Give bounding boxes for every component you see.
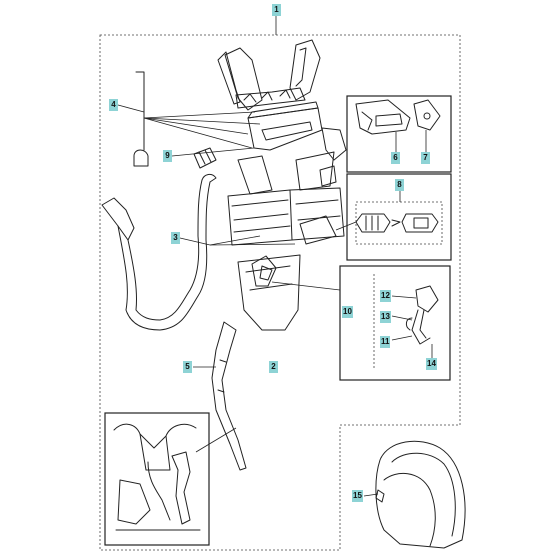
leader-box-hook [271, 281, 341, 291]
callout-14: 14 [426, 358, 437, 370]
dust-cover [363, 440, 466, 549]
detail-8-buckles [299, 190, 443, 245]
callout-13: 13 [380, 311, 391, 323]
callout-12: 12 [380, 290, 391, 302]
callout-10: 10 [342, 306, 353, 318]
small-parts [133, 71, 261, 169]
callout-5: 5 [183, 361, 192, 373]
harness-shoulder-straps [217, 39, 321, 111]
callout-9: 9 [163, 150, 172, 162]
leader-3b [209, 243, 296, 246]
leader-3 [179, 237, 211, 246]
leg-guard [237, 254, 301, 331]
callout-15: 15 [352, 490, 363, 502]
assembly-boundary [99, 34, 461, 551]
leader-9 [171, 147, 255, 157]
inset-box [104, 412, 210, 546]
leader-4 [117, 104, 145, 113]
hose-tube [101, 173, 217, 331]
hip-pad [227, 151, 345, 246]
chest-plate [247, 101, 347, 161]
detail-box-10-14 [339, 265, 451, 381]
callout-6: 6 [391, 152, 400, 164]
callout-4: 4 [109, 99, 118, 111]
callout-2: 2 [269, 361, 278, 373]
detail-box-8 [346, 173, 452, 261]
detail-6-7 [355, 99, 441, 152]
callout-8: 8 [395, 179, 404, 191]
callout-3: 3 [171, 232, 180, 244]
back-strap [211, 321, 247, 471]
callout-1: 1 [272, 4, 281, 16]
inset-detail [113, 423, 237, 531]
detail-10-14-hook [373, 274, 439, 370]
leader-3c [209, 235, 261, 246]
callout-11: 11 [380, 336, 391, 348]
callout-7: 7 [421, 152, 430, 164]
detail-box-6-7 [346, 95, 452, 173]
